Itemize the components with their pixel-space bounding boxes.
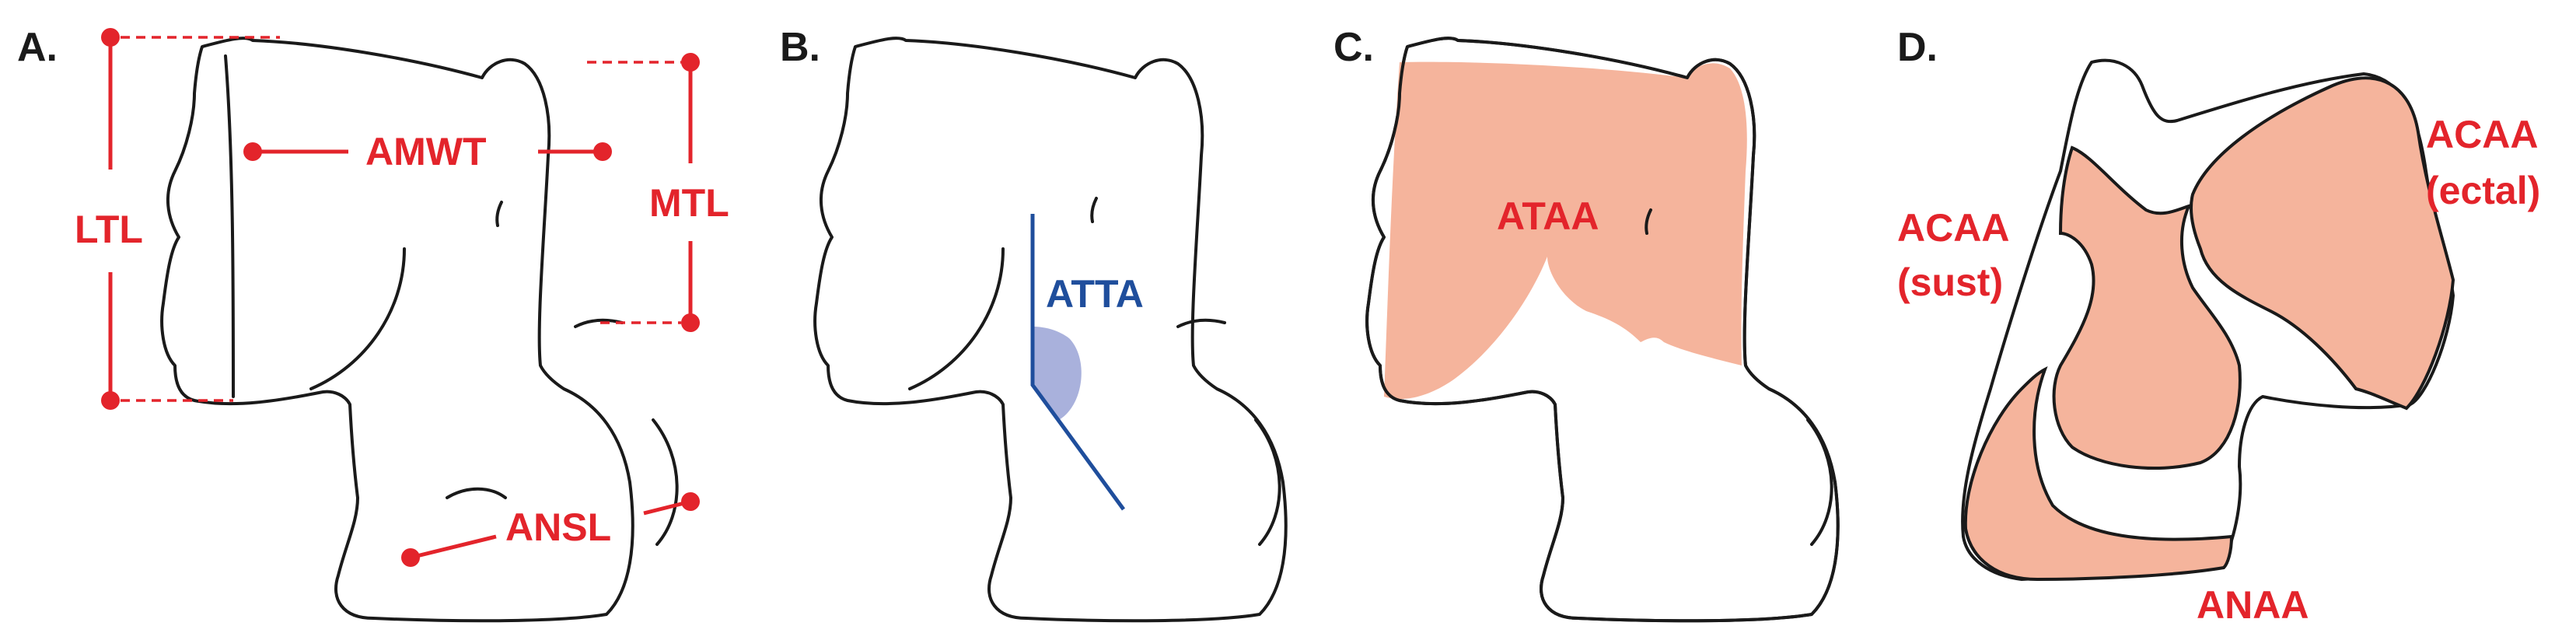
- panel-letter: A.: [17, 25, 58, 70]
- atta-label: ATTA: [1046, 272, 1144, 316]
- medial-facet-line: [309, 247, 406, 390]
- amwt-measure: AMWT: [243, 130, 612, 173]
- panel-letter: B.: [780, 25, 820, 70]
- panel-letter: D.: [1897, 25, 1938, 70]
- mtl-measure: MTL: [587, 53, 729, 332]
- amwt-label: AMWT: [365, 130, 487, 173]
- lateral-process-line: [224, 54, 235, 398]
- atta-angle-fill: [1033, 327, 1082, 420]
- tubercle-line: [495, 201, 503, 227]
- panel-b: B. ATTA: [780, 25, 1288, 623]
- acaa-sust-label-1: ACAA: [1897, 206, 2009, 250]
- anaa-label: ANAA: [2197, 583, 2309, 627]
- acaa-ectal-area: [2190, 76, 2455, 411]
- ltl-label: LTL: [75, 208, 143, 251]
- tubercle-line: [1645, 208, 1652, 235]
- acaa-ectal-label-2: (ectal): [2426, 169, 2540, 212]
- ataa-area: [1384, 61, 1747, 400]
- head-edge-line: [1176, 318, 1226, 328]
- acaa-sust-label-2: (sust): [1897, 261, 2003, 304]
- tubercle-line: [1090, 197, 1098, 223]
- panel-d: D. ACAA (ectal) ACAA (sust) ANAA: [1897, 25, 2540, 627]
- mtl-label: MTL: [649, 181, 729, 225]
- panel-letter: C.: [1333, 25, 1374, 70]
- panel-c: C. ATAA: [1333, 25, 1840, 623]
- ltl-measure: LTL: [75, 28, 280, 410]
- acaa-ectal-label-1: ACAA: [2426, 113, 2538, 156]
- acaa-sust-area: [2052, 145, 2242, 470]
- ataa-label: ATAA: [1497, 194, 1599, 238]
- navicular-curve-line: [1806, 418, 1833, 546]
- medial-facet-line: [908, 247, 1005, 390]
- navicular-curve-line: [652, 418, 679, 546]
- anaa-area: [1963, 365, 2234, 582]
- head-edge-line: [574, 318, 624, 328]
- neck-detail-line: [446, 487, 507, 499]
- ansl-measure: ANSL: [401, 492, 700, 567]
- ansl-label: ANSL: [505, 505, 611, 549]
- panel-a: A. LTL AMWT: [17, 25, 729, 623]
- atta-angle-lines: [1030, 214, 1126, 511]
- navicular-curve-line: [1254, 418, 1281, 546]
